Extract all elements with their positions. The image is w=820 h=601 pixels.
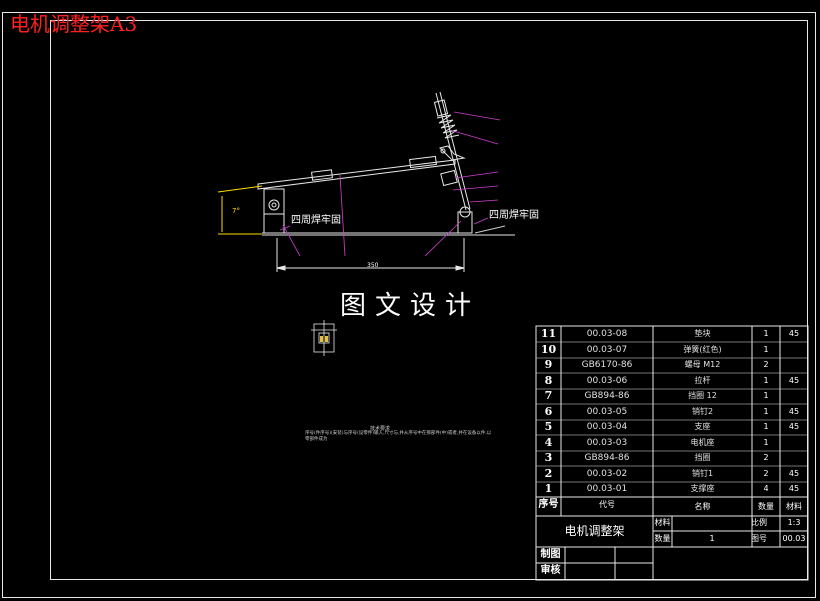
bom-row-material: 45 (788, 422, 800, 431)
bom-row-code: GB894-86 (584, 453, 630, 463)
bom-row-qty: 1 (763, 345, 769, 354)
drawing-no-value: 00.03 (782, 534, 806, 543)
bom-row-code: 00.03-03 (586, 438, 628, 448)
outer-frame (2, 12, 816, 598)
bom-row-name: 支座 (694, 422, 711, 431)
bom-row-no: 9 (544, 358, 553, 371)
bom-row-no: 7 (544, 389, 553, 402)
inner-frame (50, 20, 808, 580)
bom-row-qty: 4 (763, 484, 769, 493)
bom-row-code: 00.03-06 (586, 376, 628, 386)
bom-row-code: 00.03-08 (586, 329, 628, 339)
motor-plate (257, 159, 456, 190)
bom-row-qty: 2 (763, 360, 769, 369)
bom-row-name: 销钉2 (691, 407, 714, 416)
spring (436, 114, 460, 139)
left-support (263, 188, 285, 234)
bom-row-no: 1 (544, 482, 553, 495)
drawn-by-label: 制图 (540, 549, 561, 560)
bom-row-no: 4 (544, 436, 553, 449)
scale-label: 比例 (751, 518, 767, 527)
bom-row-name: 弹簧(红色) (683, 345, 722, 354)
bom-row-material: 45 (788, 407, 800, 416)
bom-header-qty: 数量 (758, 502, 774, 511)
bom-row-no: 8 (544, 374, 553, 387)
detail-view (311, 320, 337, 356)
watermark-text: 图文设计 (340, 291, 481, 321)
bom-row-no: 10 (540, 343, 557, 356)
pull-rod (435, 92, 467, 211)
bom-row-material: 45 (788, 484, 800, 493)
qty-value: 1 (709, 534, 715, 543)
bom-row-lines (536, 341, 808, 483)
bom-row-code: 00.03-02 (586, 469, 628, 479)
bom-row-qty: 1 (763, 422, 769, 431)
bom-header-name: 名称 (694, 502, 711, 511)
bom-row-material: 45 (788, 376, 800, 385)
bom-row-name: 销钉1 (691, 469, 714, 478)
right-support (457, 211, 473, 234)
bom-row-code: 00.03-05 (586, 407, 628, 417)
bom-row-no: 11 (540, 327, 557, 340)
bom-row-code: 00.03-01 (586, 484, 628, 494)
qty-label: 数量 (654, 534, 671, 543)
technical-notes-title: 技术要求 (370, 426, 391, 432)
bom-row-name: 支撑座 (690, 484, 715, 493)
bom-grid (535, 325, 809, 581)
bom-row-code: GB6170-86 (581, 360, 633, 370)
bom-row-qty: 1 (763, 438, 769, 447)
dimension-length: 350 (367, 262, 379, 269)
bom-row-name: 挡圈 12 (688, 391, 717, 400)
bom-row-name: 挡圈 (694, 453, 711, 462)
bom-header-code: 代号 (599, 500, 615, 509)
material-label: 材料 (654, 518, 671, 527)
bom-header-no: 序号 (538, 499, 559, 510)
bom-row-qty: 1 (763, 329, 769, 338)
technical-notes-text: 序号(件序号)(安装)与序号(设零件)输入,尺寸与,并从序号中在那部件(中)或者… (305, 431, 492, 442)
weld-note-right: 四周焊牢固 (489, 210, 539, 221)
bom-row-code: 00.03-07 (586, 345, 628, 355)
drawing-no-label: 图号 (751, 534, 767, 543)
bom-row-code: GB894-86 (584, 391, 630, 401)
checked-by-label: 审核 (540, 565, 561, 576)
bom-row-code: 00.03-04 (586, 422, 628, 432)
bom-header-material: 材料 (786, 502, 802, 511)
bom-row-material: 45 (788, 469, 800, 478)
weld-note-left: 四周焊牢固 (291, 215, 341, 226)
bom-row-qty: 1 (763, 407, 769, 416)
bom-row-no: 2 (544, 467, 553, 480)
bom-row-qty: 2 (763, 469, 769, 478)
bom-row-qty: 1 (763, 376, 769, 385)
bom-row-name: 垫块 (694, 329, 711, 338)
bom-row-qty: 1 (763, 391, 769, 400)
bom-row-name: 拉杆 (694, 376, 711, 385)
bom-row-name: 螺母 M12 (684, 360, 721, 369)
sheet-title: 电机调整架A3 (10, 12, 138, 36)
bom-row-qty: 2 (763, 453, 769, 462)
scale-value: 1:3 (787, 518, 801, 527)
bom-row-no: 3 (544, 451, 553, 464)
dimension-angle: 7° (232, 207, 240, 215)
drawing-name: 电机调整架 (564, 524, 625, 538)
bom-row-no: 6 (544, 405, 553, 418)
bom-row-material: 45 (788, 329, 800, 338)
bom-row-name: 电机座 (690, 438, 715, 447)
bom-row-no: 5 (544, 420, 553, 433)
